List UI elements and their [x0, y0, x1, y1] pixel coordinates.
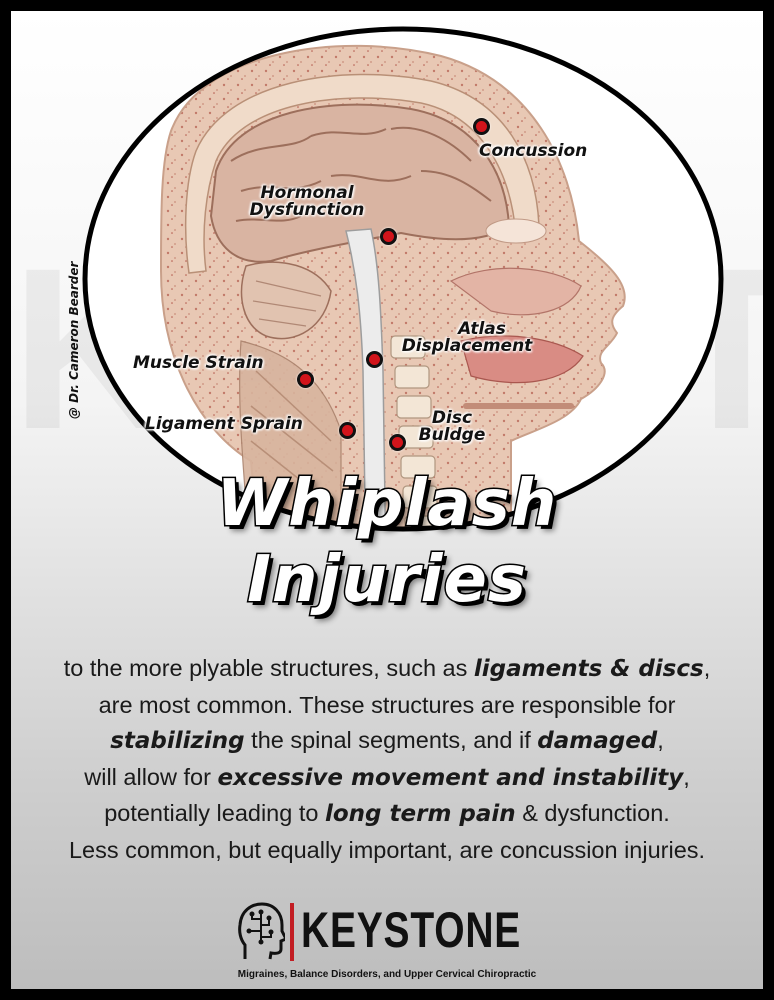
body-text-segment: to the more plyable structures, such as	[63, 655, 474, 681]
marker-muscle-strain	[297, 371, 314, 388]
poster: KEYSTONE	[11, 11, 763, 989]
label-hormonal-line2: Dysfunction	[249, 200, 365, 220]
copyright-text: @ Dr. Cameron Bearder	[67, 261, 81, 419]
label-concussion: Concussion	[479, 141, 588, 161]
body-emphasis: ligaments & discs	[473, 656, 704, 682]
body-text-segment: potentially leading to	[104, 800, 325, 826]
marker-disc-bulge	[389, 434, 406, 451]
headline-line1: Whiplash	[215, 467, 558, 541]
body-emphasis: stabilizing	[110, 728, 245, 754]
brand-logo: KEYSTONE	[11, 899, 763, 969]
marker-ligament-sprain	[339, 422, 356, 439]
headline-line2: Injuries	[246, 543, 528, 617]
marker-atlas	[366, 351, 383, 368]
label-disc-line1: Disc	[431, 408, 473, 428]
body-line-6: Less common, but equally important, are …	[68, 836, 706, 863]
label-disc-line2: Buldge	[418, 425, 486, 445]
body-text-segment: ,	[657, 727, 664, 753]
body-line-3: stabilizing the spinal segments, and if …	[11, 723, 763, 760]
label-hormonal: Hormonal Dysfunction	[237, 185, 377, 219]
label-atlas-line1: Atlas	[458, 319, 506, 339]
label-atlas-line2: Displacement	[401, 336, 533, 356]
brand-name: KEYSTONE	[301, 902, 522, 958]
head-anatomy-illustration	[82, 26, 724, 532]
body-paragraph: to the more plyable structures, such as …	[11, 651, 763, 868]
brand-divider	[290, 903, 294, 961]
label-hormonal-line1: Hormonal	[260, 183, 354, 203]
label-ligament-sprain: Ligament Sprain	[145, 414, 303, 434]
body-emphasis: long term pain	[324, 801, 516, 827]
label-atlas: Atlas Displacement	[387, 321, 547, 355]
body-emphasis: excessive movement and instability	[217, 764, 684, 791]
body-text-segment: ,	[683, 763, 690, 790]
body-text-segment: the spinal segments, and if	[244, 727, 538, 753]
body-text-segment: ,	[703, 655, 711, 681]
body-emphasis: damaged	[537, 728, 658, 754]
brand-tagline: Migraines, Balance Disorders, and Upper …	[237, 969, 537, 980]
body-line-1: to the more plyable structures, such as …	[11, 651, 763, 688]
body-text-segment: will allow for	[84, 763, 218, 790]
body-text-segment: & dysfunction.	[515, 800, 670, 826]
body-line-2: are most common. These structures are re…	[98, 691, 676, 718]
body-line-5: potentially leading to long term pain & …	[11, 796, 763, 833]
label-disc-bulge: Disc Buldge	[407, 410, 497, 444]
marker-concussion	[473, 118, 490, 135]
label-muscle-strain: Muscle Strain	[133, 353, 264, 373]
head-circuit-icon	[238, 902, 285, 960]
body-line-4: will allow for excessive movement and in…	[11, 760, 763, 797]
marker-hormonal	[380, 228, 397, 245]
